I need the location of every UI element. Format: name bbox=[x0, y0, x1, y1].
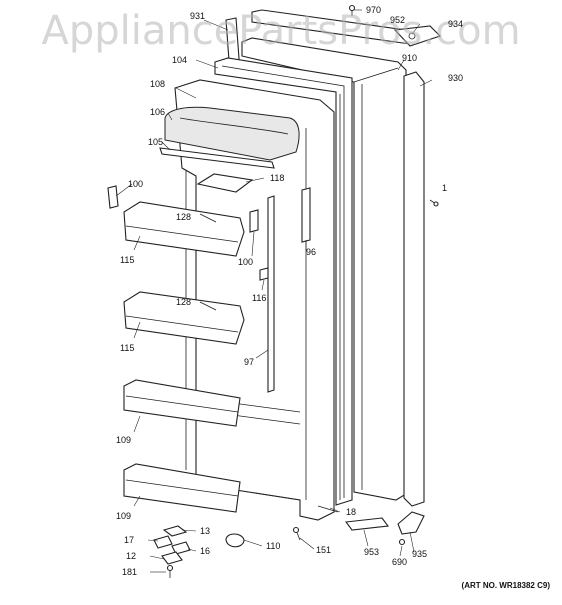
part-bin-115-upper bbox=[123, 201, 245, 257]
callout-13: 13 bbox=[200, 526, 211, 536]
callout-109-upper: 109 bbox=[116, 435, 132, 445]
part-small-13 bbox=[162, 525, 188, 537]
part-small-12 bbox=[161, 551, 183, 565]
callout-970: 970 bbox=[366, 5, 382, 15]
part-bin-109-lower bbox=[123, 463, 241, 513]
part-clip-100-left bbox=[107, 185, 119, 209]
part-bin-109-upper bbox=[123, 379, 241, 427]
callout-18: 18 bbox=[346, 507, 357, 517]
callout-151: 151 bbox=[316, 545, 332, 555]
callout-930: 930 bbox=[448, 73, 464, 83]
callout-115-lower: 115 bbox=[120, 343, 135, 353]
callout-17: 17 bbox=[124, 535, 135, 545]
callout-100-mid: 100 bbox=[238, 257, 254, 267]
part-small-16 bbox=[171, 541, 191, 555]
part-bin-115-lower bbox=[123, 291, 245, 345]
part-tray-118 bbox=[196, 173, 254, 193]
part-bottom-hinge-935 bbox=[397, 511, 425, 535]
callout-181: 181 bbox=[122, 567, 138, 577]
callout-108: 108 bbox=[150, 79, 166, 89]
callout-104: 104 bbox=[172, 55, 188, 65]
callout-109-lower: 109 bbox=[116, 511, 132, 521]
callout-12: 12 bbox=[126, 551, 137, 561]
callout-1: 1 bbox=[442, 183, 448, 193]
callout-935: 935 bbox=[412, 549, 428, 559]
callout-910: 910 bbox=[402, 53, 418, 63]
leader-lines bbox=[115, 9, 433, 573]
callout-934: 934 bbox=[448, 19, 464, 29]
callout-952: 952 bbox=[390, 15, 406, 25]
callout-106: 106 bbox=[150, 107, 166, 117]
callout-953: 953 bbox=[364, 547, 380, 557]
part-strip-97 bbox=[267, 195, 275, 393]
part-side-trim-930 bbox=[403, 71, 425, 507]
part-screw-690 bbox=[398, 538, 406, 546]
part-dairy-door-106 bbox=[164, 106, 300, 161]
part-button-110 bbox=[225, 533, 245, 548]
part-stop-116 bbox=[259, 267, 269, 281]
callout-690: 690 bbox=[392, 557, 408, 567]
callout-931: 931 bbox=[190, 11, 206, 21]
art-number: (ART NO. WR18382 C9) bbox=[461, 581, 550, 590]
callout-115-upper: 115 bbox=[120, 255, 135, 265]
part-clip-100-mid bbox=[249, 209, 259, 233]
callout-100-left: 100 bbox=[128, 179, 144, 189]
part-screw-151 bbox=[292, 526, 301, 541]
part-screw-970 bbox=[348, 4, 356, 16]
callout-110: 110 bbox=[266, 541, 281, 551]
part-bottom-hinge-953 bbox=[344, 517, 390, 531]
callout-96: 96 bbox=[306, 247, 317, 257]
part-screw-1 bbox=[429, 199, 439, 207]
callout-128-upper: 128 bbox=[176, 212, 192, 222]
callout-116: 116 bbox=[252, 293, 267, 303]
callout-97: 97 bbox=[244, 357, 255, 367]
part-strip-18 bbox=[317, 505, 339, 513]
part-rail-105 bbox=[159, 147, 275, 169]
part-gasket-104 bbox=[214, 57, 353, 506]
callout-118: 118 bbox=[270, 173, 285, 183]
part-screw-181 bbox=[166, 564, 174, 578]
part-small-17 bbox=[153, 535, 173, 549]
callout-105: 105 bbox=[148, 137, 164, 147]
callout-16: 16 bbox=[200, 546, 211, 556]
callout-128-lower: 128 bbox=[176, 297, 192, 307]
part-top-hinge bbox=[251, 9, 442, 47]
part-strip-96 bbox=[301, 187, 311, 243]
